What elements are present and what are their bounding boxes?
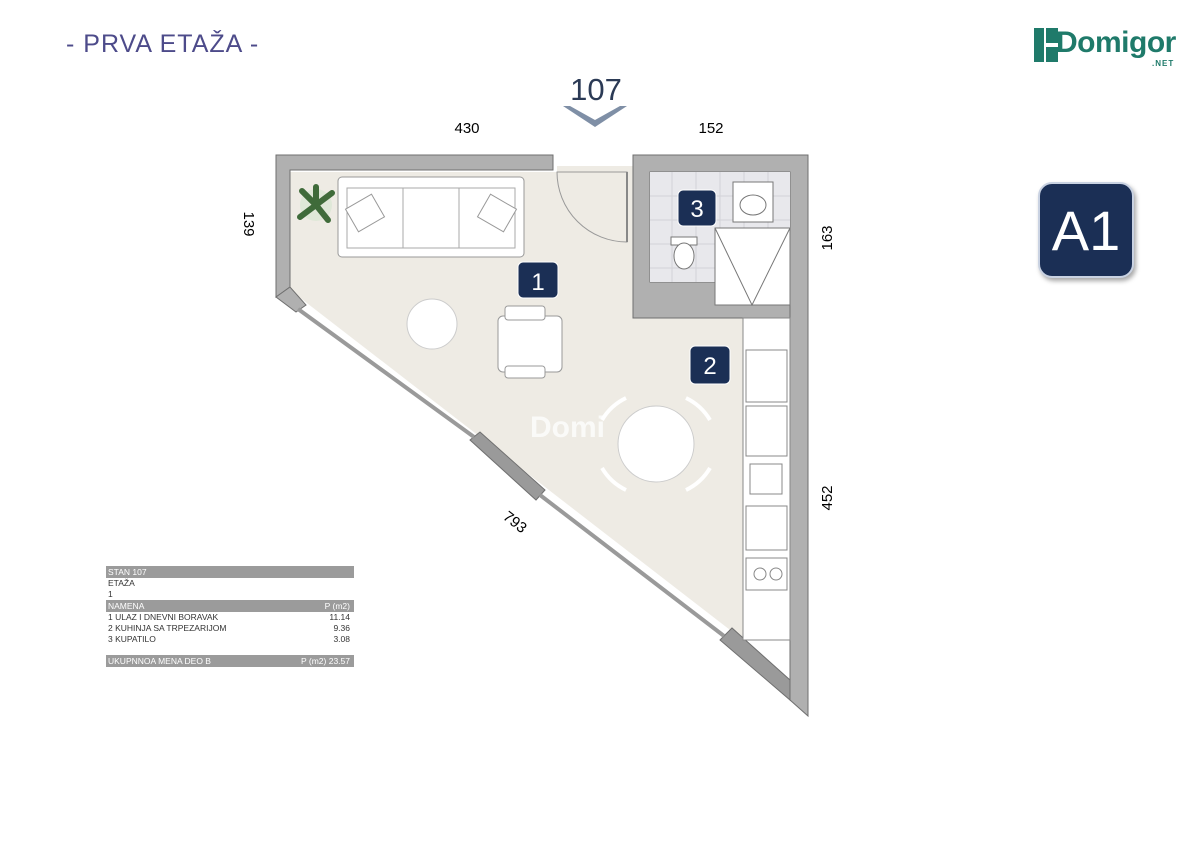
total-row: UKUPNNOA MENA DEO B P (m2) 23.57 xyxy=(106,655,354,667)
area-table: STAN 107 ETAŽA 1 NAMENA P (m2) 1 ULAZ I D… xyxy=(106,566,354,667)
shower-drain-lines xyxy=(714,227,791,307)
dimension-right-upper: 163 xyxy=(819,225,836,250)
dimension-left: 139 xyxy=(240,211,257,236)
total-label: UKUPNNOA MENA DEO B xyxy=(108,656,211,666)
floor-value: 1 xyxy=(108,589,113,599)
sink-basin xyxy=(739,194,767,216)
column-name-header: NAMENA xyxy=(108,601,145,611)
counter-cabinet xyxy=(745,405,788,457)
room-label-1[interactable]: 1 xyxy=(517,261,559,299)
kitchen-sink xyxy=(749,463,783,495)
room-area: 11.14 xyxy=(329,612,350,622)
burner-right xyxy=(769,567,783,581)
room-label-3[interactable]: 3 xyxy=(677,189,717,227)
table-row: 3 KUPATILO 3.08 xyxy=(106,634,354,645)
shower-tray xyxy=(714,227,791,306)
room-number-2: 2 xyxy=(703,353,716,380)
floor-title: - PRVA ETAŽA - xyxy=(66,30,260,58)
room-number-3: 3 xyxy=(690,196,703,223)
burner-left xyxy=(753,567,767,581)
plant-icon xyxy=(297,184,335,223)
coffee-table xyxy=(406,298,458,350)
floor-value-row: 1 xyxy=(106,589,354,600)
chair-2 xyxy=(685,396,712,422)
apartment-number: 107 xyxy=(570,72,622,107)
dining-table xyxy=(617,405,695,483)
counter-cabinet-2 xyxy=(745,505,788,551)
cushion-right xyxy=(476,193,518,233)
window-diagonal-lower xyxy=(538,493,726,638)
floor-area xyxy=(290,166,743,640)
room-number-1: 1 xyxy=(531,269,544,296)
chair-4 xyxy=(685,466,712,492)
brand-logo[interactable]: Domigor .NET xyxy=(1034,26,1184,72)
room-name: 3 KUPATILO xyxy=(108,634,156,644)
armchair xyxy=(497,315,563,373)
chair-3 xyxy=(600,466,627,492)
table-header: STAN 107 xyxy=(106,566,354,578)
wall-bottom-corner xyxy=(719,627,791,702)
entry-door xyxy=(556,171,628,243)
room-label-2[interactable]: 2 xyxy=(689,345,731,385)
wall-left-corner xyxy=(275,286,307,313)
fridge xyxy=(745,349,788,403)
room-name: 2 KUHINJA SA TRPEZARIJOM xyxy=(108,623,227,633)
floor-label: ETAŽA xyxy=(108,578,135,588)
floor-label-row: ETAŽA xyxy=(106,578,354,589)
dimension-top-right: 152 xyxy=(698,120,723,137)
column-header: NAMENA P (m2) xyxy=(106,600,354,612)
chair-1 xyxy=(600,396,627,422)
logo-suffix: .NET xyxy=(1152,59,1175,68)
window-diagonal-upper xyxy=(296,307,476,439)
table-row: 2 KUHINJA SA TRPEZARIJOM 9.36 xyxy=(106,623,354,634)
watermark: Domi xyxy=(530,411,605,444)
dimension-diagonal: 793 xyxy=(500,508,530,537)
armchair-front xyxy=(504,365,546,379)
room-area: 9.36 xyxy=(333,623,350,633)
entrance-arrow-icon xyxy=(563,106,627,127)
room-area: 3.08 xyxy=(333,634,350,644)
dimension-right-lower: 452 xyxy=(819,485,836,510)
dimension-top-left: 430 xyxy=(454,120,479,137)
table-title: STAN 107 xyxy=(108,567,147,577)
cushion-left xyxy=(344,193,386,233)
logo-word: Domigor xyxy=(1056,26,1176,59)
total-value: P (m2) 23.57 xyxy=(301,656,350,666)
logo-mark-icon xyxy=(1034,28,1058,62)
table-row: 1 ULAZ I DNEVNI BORAVAK 11.14 xyxy=(106,612,354,623)
unit-type-badge: A1 xyxy=(1038,182,1134,278)
column-area-header: P (m2) xyxy=(324,601,350,611)
armchair-back xyxy=(504,305,546,321)
toilet-bowl xyxy=(673,242,695,270)
room-name: 1 ULAZ I DNEVNI BORAVAK xyxy=(108,612,219,622)
wall-pier-middle xyxy=(469,431,546,501)
